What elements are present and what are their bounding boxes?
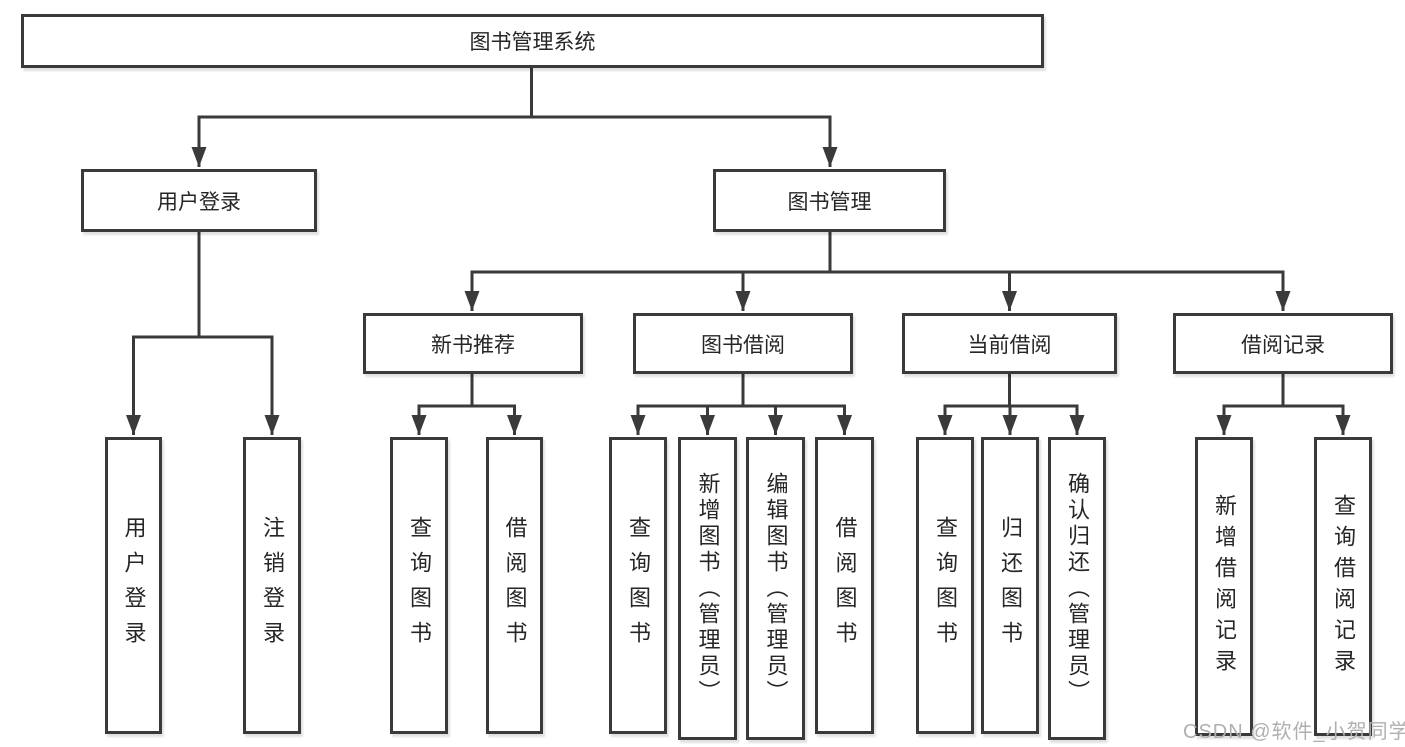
watermark: CSDN @软件_小贺同学 [1183,721,1405,743]
leaf-borrow-books-borrowing: 借阅图书 [815,437,874,734]
node-label: 图书管理 [787,190,872,214]
node-label: 借阅记录 [1241,333,1325,357]
leaf-user-login: 用户登录 [105,437,162,734]
node-user-login: 用户登录 [81,169,317,232]
node-label: 用户登录 [157,190,241,214]
node-current-borrowing: 当前借阅 [902,313,1117,374]
leaf-confirm-return-admin: 确认归还（管理员） [1048,437,1106,740]
leaf-label: 归还图书 [998,515,1023,656]
leaf-label: 查询图书 [407,515,432,656]
leaf-label: 借阅图书 [832,515,858,656]
leaf-label: 新增图书（管理员） [695,471,721,706]
leaf-label: 查询图书 [933,515,958,656]
leaf-add-books-admin: 新增图书（管理员） [678,437,737,740]
leaf-query-books-current: 查询图书 [916,437,974,734]
node-book-borrowing: 图书借阅 [633,313,853,374]
leaf-query-borrow-record: 查询借阅记录 [1314,437,1372,736]
leaf-return-books: 归还图书 [981,437,1039,734]
node-new-book-recommend: 新书推荐 [363,313,583,374]
node-book-management: 图书管理 [713,169,946,232]
leaf-label: 借阅图书 [502,515,528,656]
leaf-label: 查询借阅记录 [1331,493,1356,680]
node-book-mgmt-system: 图书管理系统 [21,14,1044,68]
node-label: 新书推荐 [431,333,515,357]
leaf-logout: 注销登录 [243,437,301,734]
leaf-query-books-borrowing: 查询图书 [609,437,667,734]
leaf-add-borrow-record: 新增借阅记录 [1195,437,1253,736]
node-label: 图书管理系统 [469,31,596,54]
leaf-label: 注销登录 [260,515,285,656]
leaf-label: 查询图书 [626,515,651,656]
leaf-label: 编辑图书（管理员） [763,471,789,706]
leaf-edit-books-admin: 编辑图书（管理员） [746,437,805,740]
leaf-label: 确认归还（管理员） [1065,471,1090,706]
leaf-borrow-books-recommend: 借阅图书 [486,437,543,734]
leaf-label: 新增借阅记录 [1212,493,1237,680]
leaf-query-books-recommend: 查询图书 [390,437,448,734]
leaf-label: 用户登录 [121,515,147,656]
node-borrowing-records: 借阅记录 [1173,313,1393,374]
node-label: 当前借阅 [967,333,1052,357]
node-label: 图书借阅 [701,333,785,357]
